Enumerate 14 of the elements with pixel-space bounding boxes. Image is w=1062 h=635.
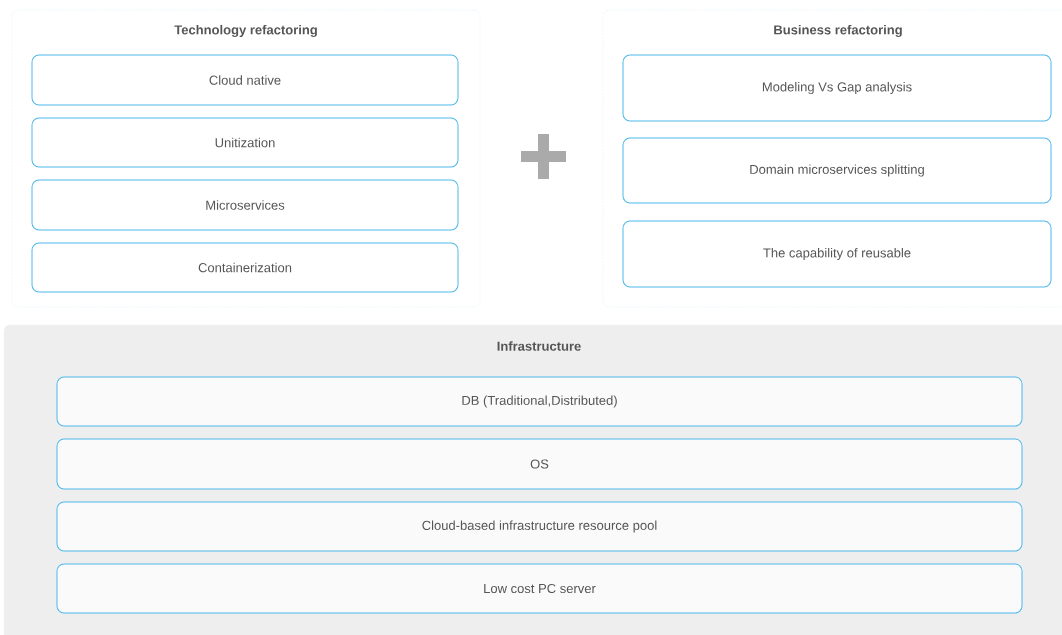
item-box: The capability of reusable [622,220,1052,288]
item-box: Modeling Vs Gap analysis [622,54,1052,122]
item-box: DB (Traditional,Distributed) [56,376,1023,427]
item-box: Unitization [31,117,459,168]
panel-heading: Technology refactoring [174,24,317,38]
item-box: Domain microservices splitting [622,137,1052,204]
item-box: Microservices [31,179,459,231]
panel-heading: Business refactoring [774,24,902,38]
item-box: Cloud-based infrastructure resource pool [56,501,1023,552]
item-box: Cloud native [31,54,459,106]
item-box: Low cost PC server [56,563,1023,614]
panel-heading: Infrastructure [497,341,581,351]
item-box: Containerization [31,242,459,293]
item-box: OS [56,438,1023,490]
